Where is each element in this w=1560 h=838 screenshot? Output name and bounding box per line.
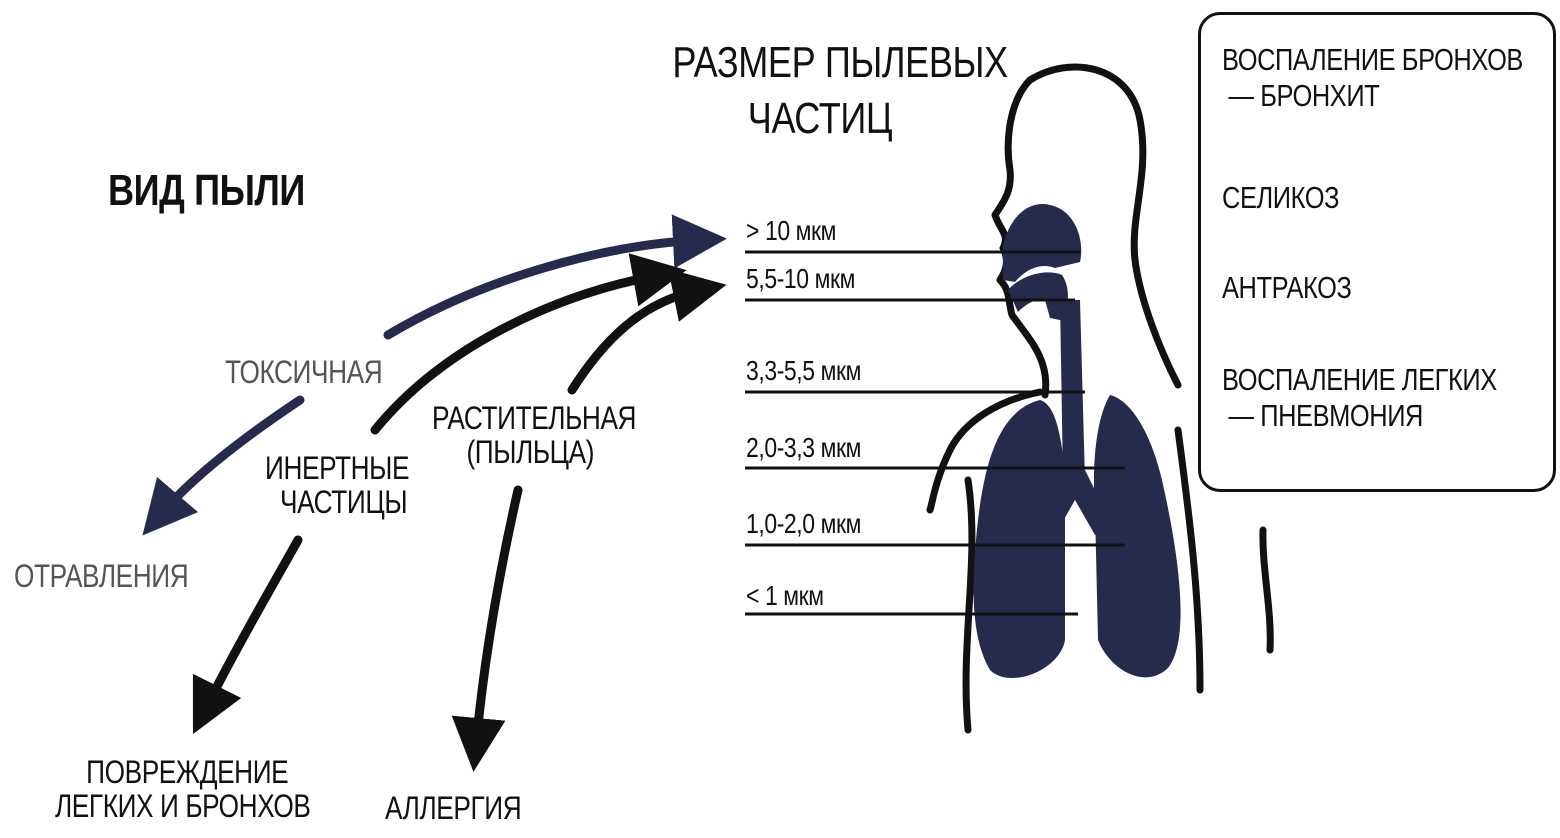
right-body [1178,430,1200,690]
pneumonia-line-2: — ПНЕВМОНИЯ [1222,398,1497,434]
right-lung [1094,395,1181,677]
nasal-cavity [1003,204,1081,282]
left-arm [966,480,972,730]
poisoning-label: ОТРАВЛЕНИЯ [14,560,188,594]
particle-size-title-line-2: ЧАСТИЦ [672,96,967,142]
arrows [160,240,700,745]
trachea [1060,300,1085,480]
size-label-1: > 10 мкм [746,215,836,247]
anthracosis-label: АНТРАКОЗ [1222,270,1351,306]
pneumonia-label: ВОСПАЛЕНИЕ ЛЕГКИХ — ПНЕВМОНИЯ [1222,362,1497,433]
left-lung [974,400,1065,678]
airways-lungs [974,204,1181,678]
size-label-6: < 1 мкм [746,580,824,612]
bronchitis-line-1: ВОСПАЛЕНИЕ БРОНХОВ [1222,42,1523,78]
pneumonia-line-1: ВОСПАЛЕНИЕ ЛЕГКИХ [1222,362,1497,398]
size-label-2: 5,5-10 мкм [746,263,855,295]
inert-label-line-1: ИНЕРТНЫЕ [265,452,409,486]
bronchitis-line-2: — БРОНХИТ [1222,78,1523,114]
size-label-5: 1,0-2,0 мкм [746,508,861,540]
plant-dust-label: РАСТИТЕЛЬНАЯ (ПЫЛЬЦА) [432,402,636,469]
dust-type-title: ВИД ПЫЛИ [108,168,305,214]
size-label-3: 3,3-5,5 мкм [746,355,861,387]
plant-to-allergy-arrow [476,490,518,745]
size-label-4: 2,0-3,3 мкм [746,432,861,464]
plant-label-line-1: РАСТИТЕЛЬНАЯ [432,402,636,436]
particle-size-title: РАЗМЕР ПЫЛЕВЫХ ЧАСТИЦ [672,40,967,142]
silicosis-label: СЕЛИКОЗ [1222,180,1339,216]
toxic-to-size-arrow [388,240,700,335]
plant-label-line-2: (ПЫЛЬЦА) [432,436,636,470]
damage-label-line-2: ЛЕГКИХ И БРОНХОВ [55,790,311,824]
arm-line [1263,530,1270,650]
damage-label: ПОВРЕЖДЕНИЕ ЛЕГКИХ И БРОНХОВ [55,756,311,823]
plant-to-size-arrow [572,290,700,390]
inert-label-line-2: ЧАСТИЦЫ [265,486,409,520]
particle-size-title-line-1: РАЗМЕР ПЫЛЕВЫХ [672,40,967,86]
bronchitis-label: ВОСПАЛЕНИЕ БРОНХОВ — БРОНХИТ [1222,42,1523,113]
inert-to-damage-arrow [205,540,298,710]
damage-label-line-1: ПОВРЕЖДЕНИЕ [55,756,311,790]
toxic-dust-label: ТОКСИЧНАЯ [225,356,382,390]
allergy-label: АЛЛЕРГИЯ [385,792,521,826]
inert-particles-label: ИНЕРТНЫЕ ЧАСТИЦЫ [265,452,409,519]
